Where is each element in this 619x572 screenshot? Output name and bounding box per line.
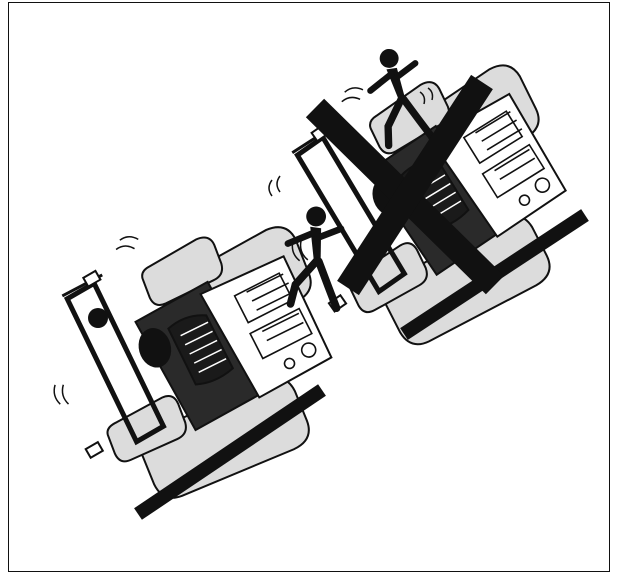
operator-head-left bbox=[88, 308, 108, 328]
